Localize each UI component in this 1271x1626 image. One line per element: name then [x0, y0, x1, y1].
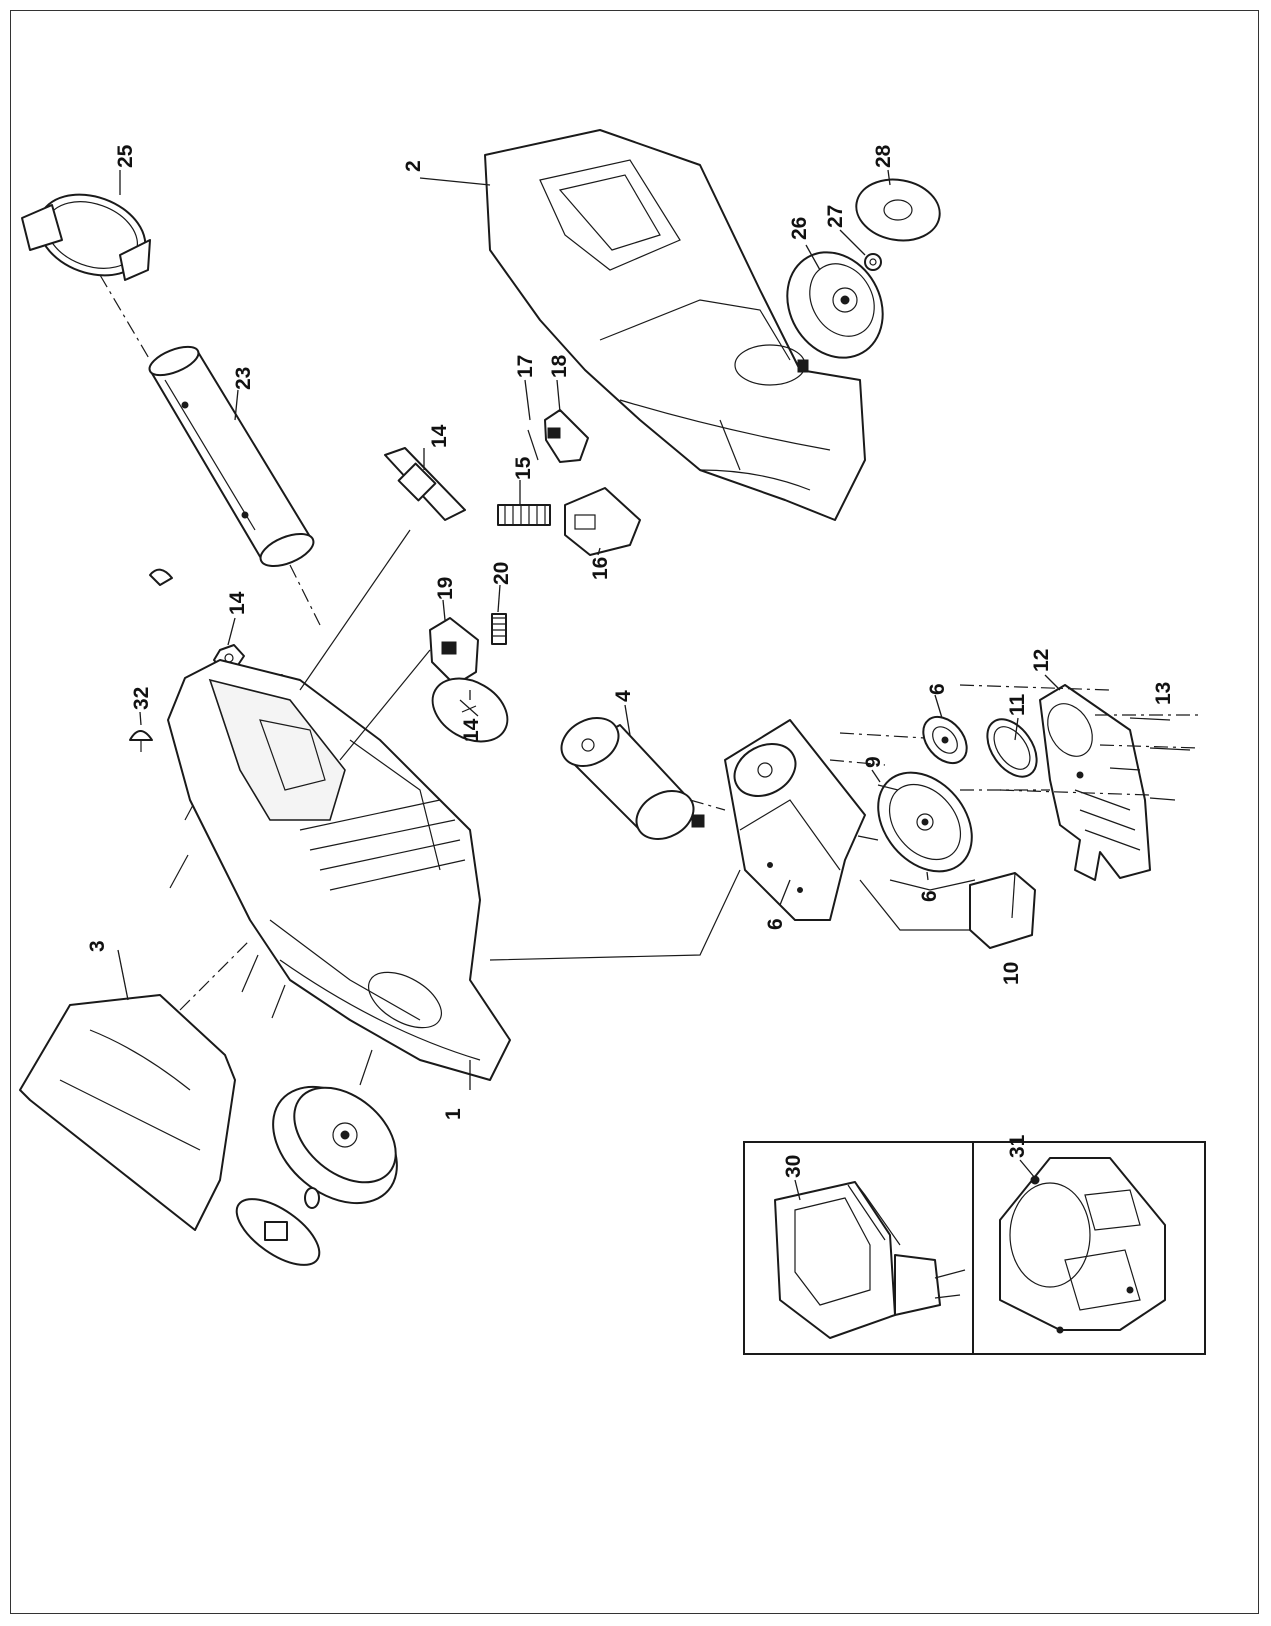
part-19-switch	[429, 617, 479, 686]
callout-14-disc: 14	[460, 718, 483, 742]
assembly-line-3-1	[179, 939, 251, 1011]
callout-23: 23	[232, 367, 255, 390]
assembly-line-23-1	[289, 564, 321, 626]
axle-stub	[797, 359, 809, 373]
part-10-block	[969, 872, 1036, 949]
callout-14-slider: 14	[428, 424, 451, 448]
part-11-ring	[986, 718, 1038, 778]
small-cap-top	[149, 568, 173, 586]
part-3-cover	[19, 994, 236, 1231]
callout-28: 28	[872, 144, 895, 168]
part-9-screws	[857, 784, 899, 841]
callout-2: 2	[402, 160, 425, 172]
part-6-small-gear	[922, 715, 968, 765]
callout-3: 3	[86, 940, 109, 952]
callout-12: 12	[1030, 649, 1053, 672]
page-border	[10, 10, 1259, 1614]
callout-20: 20	[490, 562, 513, 585]
part-14-disc	[431, 677, 509, 743]
callout-6-small-gear: 6	[926, 683, 949, 695]
part-26-right-wheel	[786, 251, 884, 359]
left-wheel	[272, 1085, 398, 1205]
callout-16: 16	[589, 557, 612, 580]
part-2-upper-housing	[484, 129, 866, 521]
assembly-line-25-23	[99, 274, 151, 361]
part-13-screws	[1109, 717, 1191, 801]
part-14-slider	[384, 447, 466, 521]
inset-box	[743, 1141, 1206, 1355]
part-28-disc	[855, 178, 941, 242]
guide-line-14	[299, 529, 411, 691]
callout-1: 1	[442, 1108, 465, 1120]
callout-18: 18	[548, 354, 571, 378]
guide-line-19	[339, 649, 431, 761]
callout-17: 17	[514, 355, 537, 378]
part-27-washer	[864, 253, 882, 271]
part-6-gear-plate	[724, 719, 866, 921]
callout-13: 13	[1152, 682, 1175, 705]
callout-30: 30	[782, 1155, 805, 1178]
callout-6-plate: 6	[764, 918, 787, 930]
callout-labels: 25 23 2 3 1 32 14 14 14 15 16 17 18 19 2…	[86, 144, 1175, 1178]
part-32-screw-cap	[129, 730, 153, 752]
leader-lines	[117, 169, 1061, 1201]
callout-4: 4	[612, 690, 635, 702]
callout-32: 32	[130, 687, 153, 710]
part-6-large-gear	[877, 771, 973, 873]
part-12-blade	[1039, 684, 1151, 881]
assembly-line-4-6	[689, 799, 726, 811]
part-30-power-adapter	[774, 1181, 966, 1339]
part-17-spring	[527, 429, 539, 461]
part-15-spring	[497, 504, 551, 526]
part-20-spring	[491, 613, 507, 645]
callout-6-large-gear: 6	[918, 890, 941, 902]
callout-27: 27	[824, 205, 847, 228]
part-1-lower-housing	[167, 659, 511, 1081]
part-23-battery-tube	[148, 345, 315, 567]
callout-19: 19	[434, 577, 457, 600]
assembly-lines-right	[829, 684, 1201, 931]
callout-31: 31	[1006, 1134, 1029, 1158]
callout-15: 15	[512, 456, 535, 480]
part-31-housing-insert	[999, 1157, 1166, 1334]
part-25-clip-ring	[21, 193, 151, 281]
callout-25: 25	[114, 144, 137, 168]
guide-line-1-6	[489, 869, 741, 961]
part-18-latch	[544, 409, 589, 463]
callout-10: 10	[1000, 962, 1023, 985]
callout-9: 9	[862, 756, 885, 768]
callout-14-nut: 14	[226, 591, 249, 615]
part-16-block	[564, 487, 641, 556]
callout-26: 26	[788, 217, 811, 240]
left-hub	[235, 1187, 321, 1266]
callout-11: 11	[1006, 693, 1029, 716]
